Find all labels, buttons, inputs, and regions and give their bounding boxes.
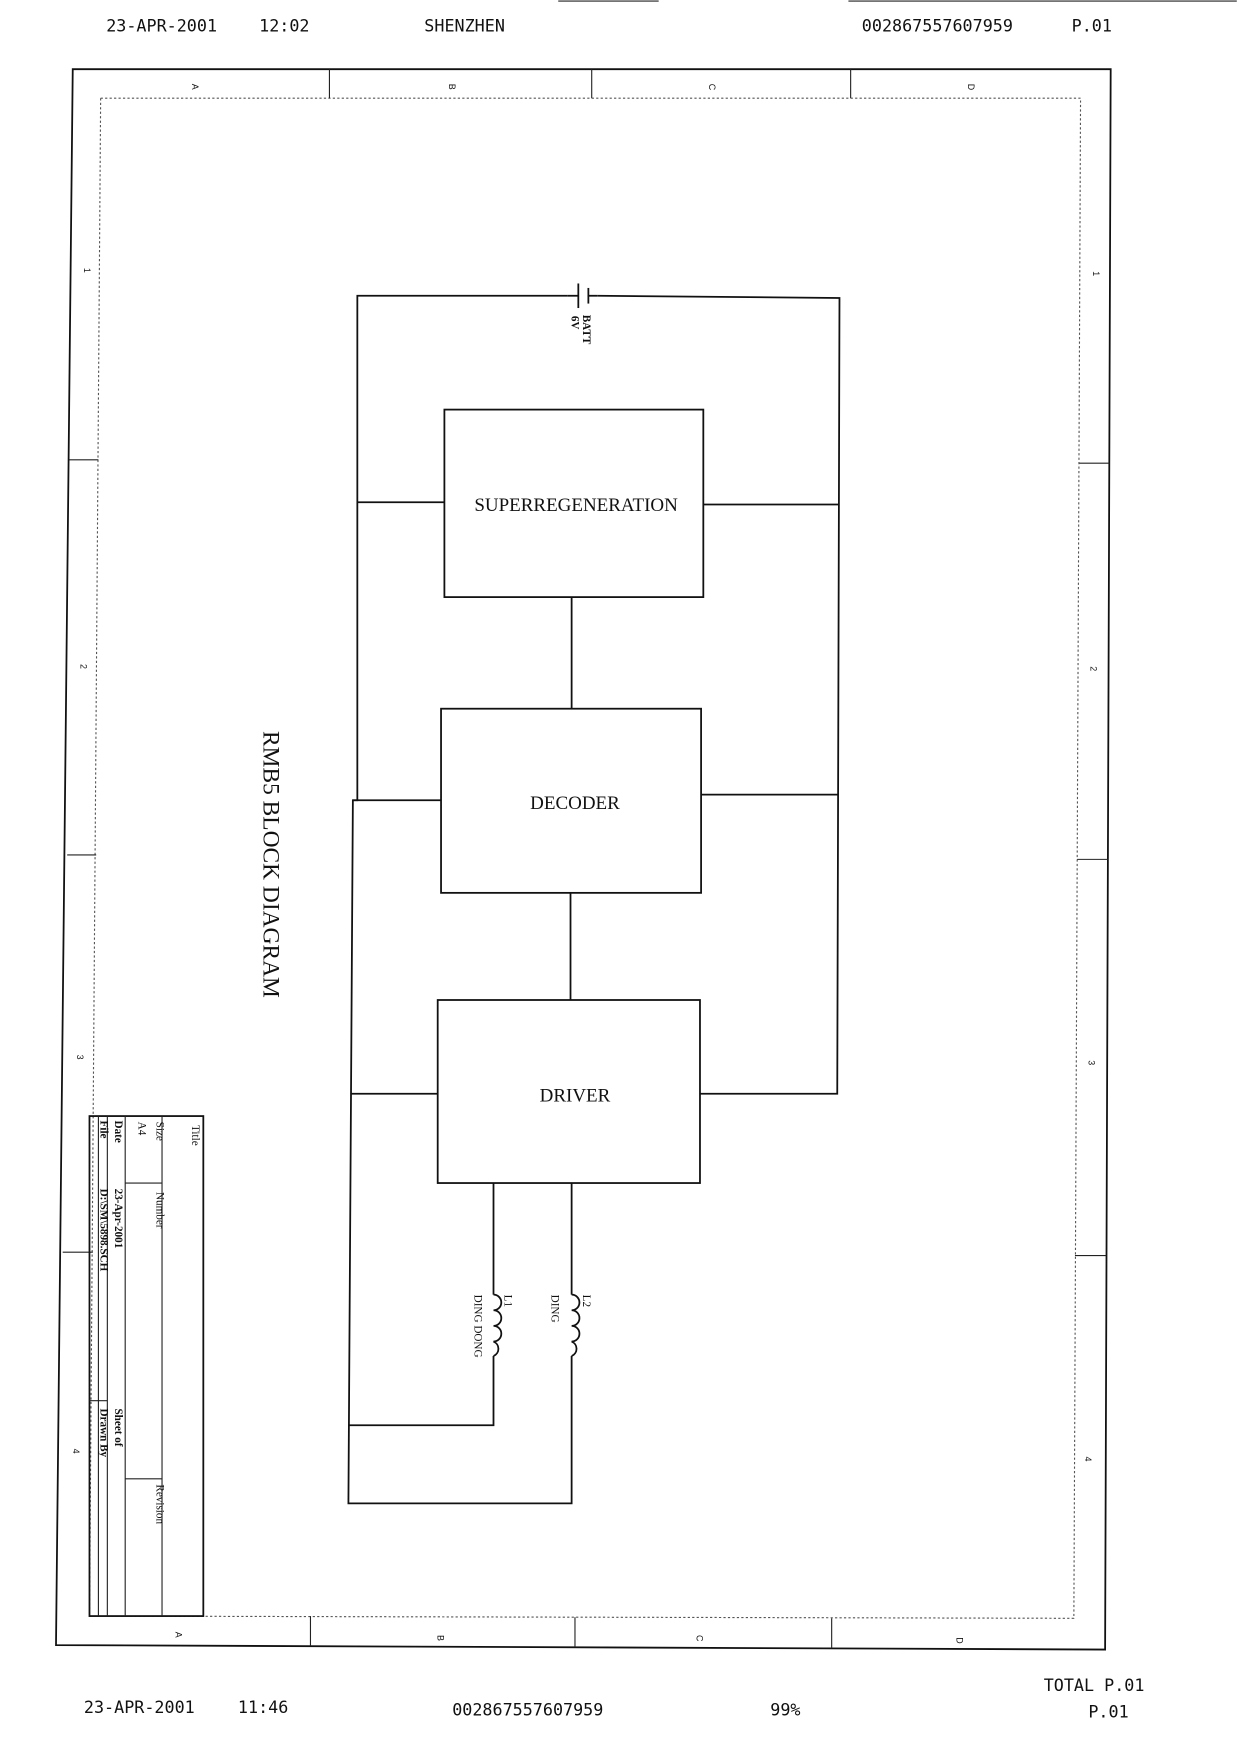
zone-right-3: 3 [1086, 1060, 1096, 1065]
number-label: Number [153, 1192, 165, 1229]
size-value: A4 [136, 1122, 148, 1136]
title-label: Title [189, 1125, 201, 1146]
footer-quality: 99% [770, 1699, 800, 1719]
header-fax-number: 002867557607959 [862, 15, 1013, 35]
header-page: P.01 [1072, 15, 1112, 35]
header-time: 12:02 [259, 15, 309, 35]
battery-label: BATT [580, 315, 592, 345]
header-date: 23-APR-2001 [106, 15, 217, 35]
date-value: 23-Apr-2001 [112, 1189, 124, 1249]
coil-l1: L1 DING DONG [472, 1293, 514, 1358]
zone-top-b: B [447, 84, 457, 90]
zone-bottom-a: A [173, 1632, 183, 1638]
block-label: SUPERREGENERATION [474, 495, 678, 516]
zone-left-3: 3 [75, 1055, 85, 1060]
footer-page: P.01 [1088, 1702, 1128, 1722]
block-driver: DRIVER [436, 999, 701, 1184]
revision-label: Revision [153, 1484, 165, 1524]
zone-top-a: A [190, 84, 200, 90]
zone-bottom-c: C [695, 1635, 705, 1642]
footer-fax-number: 002867557607959 [452, 1699, 603, 1719]
fax-footer: TOTAL P.01 23-APR-2001 11:46 00286755760… [84, 1675, 1145, 1722]
zone-left-4: 4 [71, 1449, 81, 1454]
zone-top-d: D [966, 84, 976, 90]
file-value: D:\SM\5898.SCH [98, 1189, 110, 1272]
zone-bottom-d: D [955, 1637, 965, 1643]
battery-symbol: BATT 6V [567, 283, 598, 345]
footer-total: TOTAL P.01 [1044, 1675, 1145, 1695]
header-location: SHENZHEN [424, 15, 505, 35]
zone-bottom-b: B [436, 1635, 446, 1641]
zone-right-4: 4 [1083, 1456, 1093, 1461]
drawing-frame: A B C D A B C D 1 2 3 4 1 2 3 4 [55, 68, 1112, 1651]
zone-left-1: 1 [82, 268, 92, 273]
block-decoder: DECODER [440, 707, 702, 894]
inductor-icon [571, 1293, 581, 1357]
coil-ref: L1 [502, 1295, 514, 1307]
coil-name: DING [549, 1295, 561, 1323]
drawn-by-label: Drawn By [98, 1408, 110, 1457]
zone-right-1: 1 [1091, 271, 1101, 276]
zone-top-c: C [707, 84, 717, 91]
outer-border [55, 68, 1112, 1651]
size-label: Size [153, 1122, 165, 1141]
zone-right-2: 2 [1089, 666, 1099, 671]
fax-header: 23-APR-2001 12:02 SHENZHEN 0028675576079… [106, 0, 1237, 35]
coil-ref: L2 [580, 1295, 592, 1307]
footer-date: 23-APR-2001 [84, 1697, 195, 1717]
title-block: Title Size A4 Number Revision Date 23-Ap… [88, 1115, 205, 1617]
block-superregeneration: SUPERREGENERATION [443, 408, 705, 598]
coil-l2: L2 DING [549, 1293, 592, 1357]
inner-border [88, 97, 1082, 1619]
diagram-title: RMB5 BLOCK DIAGRAM [258, 731, 284, 998]
wiring [347, 294, 841, 1505]
date-label: Date [112, 1121, 124, 1143]
inductor-icon [493, 1293, 503, 1357]
block-label: DECODER [530, 793, 620, 814]
coil-name: DING DONG [472, 1295, 484, 1358]
battery-voltage: 6V [569, 316, 581, 330]
footer-time: 11:46 [238, 1697, 288, 1717]
sheet-label: Sheet of [112, 1408, 124, 1446]
file-label: File [98, 1121, 110, 1139]
block-label: DRIVER [540, 1086, 611, 1107]
zone-left-2: 2 [79, 664, 89, 669]
